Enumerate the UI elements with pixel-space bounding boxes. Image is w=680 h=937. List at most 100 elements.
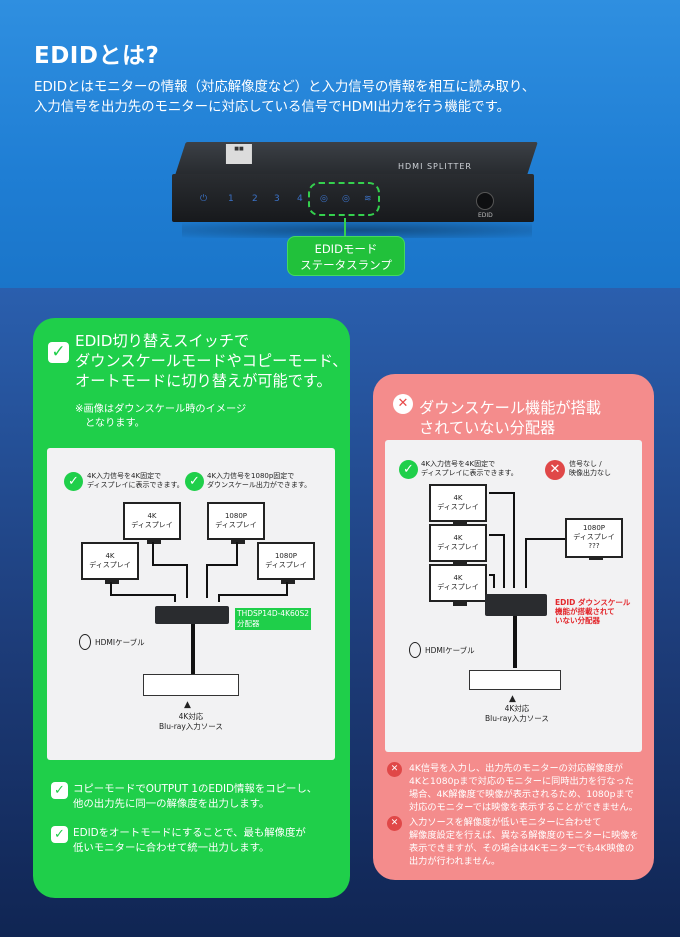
cable bbox=[513, 492, 515, 588]
power-icon: ⏻ bbox=[200, 194, 208, 204]
monitor-label: ディスプレイ bbox=[437, 543, 479, 551]
check-icon: ✓ bbox=[64, 472, 83, 491]
green-panel-heading: EDID切り替えスイッチで ダウンスケールモードやコピーモード、 オートモードに… bbox=[75, 331, 347, 391]
cable bbox=[489, 534, 503, 536]
cross-icon: ✕ bbox=[545, 460, 565, 480]
green-diagram: ✓ 4K入力信号を4K固定で ディスプレイに表示できます。 ✓ 4K入力信号を1… bbox=[47, 448, 335, 760]
bullet2-line-2: 低いモニターに合わせて統一出力します。 bbox=[73, 842, 270, 854]
arrow-up-icon: ▲ bbox=[509, 694, 516, 704]
bluray-player bbox=[143, 674, 239, 696]
monitor-label: ディスプレイ bbox=[437, 583, 479, 591]
green-bullet-copy-mode: コピーモードでOUTPUT 1のEDID情報をコピーし、 他の出力先に同一の解像… bbox=[73, 782, 317, 812]
edid-switch-panel: ✓ EDID切り替えスイッチで ダウンスケールモードやコピーモード、 オートモー… bbox=[33, 318, 350, 898]
red-bullet2-line: 出力が行われません。 bbox=[409, 856, 501, 867]
edid-led-2-icon: ◎ bbox=[342, 194, 350, 204]
source-label: 4K対応 Blu-ray入力ソース bbox=[159, 712, 223, 732]
lead-line-1: EDIDとはモニターの情報（対応解像度など）と入力信号の情報を相互に読み取り、 bbox=[34, 80, 536, 95]
lead-line-2: 入力信号を出力先のモニターに対応している信号でHDMI出力を行う機能です。 bbox=[34, 100, 511, 115]
monitor-label: ??? bbox=[588, 542, 600, 550]
note-line-1: ※画像はダウンスケール時のイメージ bbox=[75, 404, 247, 415]
red-bullet2-line: 解像度設定を行えば、異なる解像度のモニターに映像を bbox=[409, 830, 639, 841]
port-led-3: 3 bbox=[274, 194, 280, 204]
edid-lamp-highlight bbox=[308, 182, 380, 216]
check-icon: ✓ bbox=[51, 826, 68, 843]
source-label: 4K対応 Blu-ray入力ソース bbox=[485, 704, 549, 724]
hdmi-plug-icon bbox=[409, 642, 421, 658]
check-icon: ✓ bbox=[51, 782, 68, 799]
red-check-caption: 4K入力信号を4K固定で ディスプレイに表示できます。 bbox=[421, 460, 518, 478]
check-icon: ✓ bbox=[185, 472, 204, 491]
port-led-4: 4 bbox=[297, 194, 303, 204]
hdmi-cable-line bbox=[191, 624, 195, 674]
monitor-1080p: 1080P ディスプレイ ??? bbox=[565, 518, 623, 560]
splitter-no-downscale bbox=[485, 594, 547, 616]
monitor-stand bbox=[147, 540, 161, 544]
product-line-1: THDSP14D-4K60S2 bbox=[237, 609, 310, 618]
page-title: EDIDとは? bbox=[34, 43, 160, 69]
check-icon: ✓ bbox=[399, 460, 418, 479]
monitor-stand bbox=[231, 540, 245, 544]
red-bullet1-line: 場合、4K解像度で映像が表示されるため、1080pまで bbox=[409, 789, 634, 800]
no-downscale-panel: ✕ ダウンスケール機能が搭載 されていない分配器 ✓ 4K入力信号を4K固定で … bbox=[373, 374, 654, 880]
monitor-label: 4K bbox=[453, 534, 463, 542]
warn-line-3: いない分配器 bbox=[555, 616, 600, 625]
cable bbox=[493, 574, 495, 588]
status-tag-line-1: EDIDモード bbox=[314, 242, 378, 256]
monitor-label: 1080P bbox=[274, 552, 298, 560]
hdmi-plug-icon bbox=[79, 634, 91, 650]
monitor-label: 4K bbox=[453, 574, 463, 582]
cable bbox=[110, 594, 174, 596]
monitor-label: 1080P bbox=[582, 524, 606, 532]
bullet2-line-1: EDIDをオートモードにすることで、最も解像度が bbox=[73, 827, 306, 839]
monitor-label: ディスプレイ bbox=[437, 503, 479, 511]
product-line-2: 分配器 bbox=[237, 619, 260, 628]
red-bullet2-line: 入力ソースを解像度が低いモニターに合わせて bbox=[409, 817, 602, 828]
cable bbox=[525, 538, 527, 588]
arrow-up-icon: ▲ bbox=[184, 700, 191, 710]
monitor-1080p-b: 1080P ディスプレイ bbox=[257, 542, 315, 584]
monitor-label: 1080P bbox=[224, 512, 248, 520]
red-heading-line-2: されていない分配器 bbox=[419, 419, 556, 437]
monitor-stand bbox=[453, 602, 467, 606]
red-bullet-2: 入力ソースを解像度が低いモニターに合わせて 解像度設定を行えば、異なる解像度のモ… bbox=[409, 816, 639, 868]
no-signal-line-1: 信号なし / bbox=[569, 460, 602, 468]
status-tag-line-2: ステータスランプ bbox=[300, 258, 392, 272]
warning-label: EDID ダウンスケール 機能が搭載されて いない分配器 bbox=[555, 598, 630, 625]
lead-text: EDIDとはモニターの情報（対応解像度など）と入力信号の情報を相互に読み取り、 … bbox=[34, 78, 654, 118]
green-heading-line-1: EDID切り替えスイッチで bbox=[75, 332, 250, 350]
cable bbox=[206, 564, 238, 566]
cable bbox=[286, 582, 288, 594]
red-heading-line-1: ダウンスケール機能が搭載 bbox=[419, 399, 601, 417]
monitor-1080p-a: 1080P ディスプレイ bbox=[207, 502, 265, 544]
port-led-2: 2 bbox=[252, 194, 258, 204]
bullet1-line-2: 他の出力先に同一の解像度を出力します。 bbox=[73, 798, 270, 810]
red-panel-heading: ダウンスケール機能が搭載 されていない分配器 bbox=[419, 398, 601, 438]
monitor-4k-a: 4K ディスプレイ bbox=[123, 502, 181, 544]
green-heading-line-2: ダウンスケールモードやコピーモード、 bbox=[75, 352, 348, 370]
monitor-label: ディスプレイ bbox=[131, 521, 173, 529]
check1-line-1: 4K入力信号を4K固定で bbox=[87, 472, 162, 480]
check2-line-2: ダウンスケール出力ができます。 bbox=[207, 481, 312, 489]
monitor-label: ディスプレイ bbox=[89, 561, 131, 569]
monitor-4k-1: 4K ディスプレイ bbox=[429, 484, 487, 526]
cable bbox=[489, 574, 493, 576]
edid-led-3-icon: ≋ bbox=[364, 194, 372, 204]
cross-icon: ✕ bbox=[387, 816, 402, 831]
green-heading-line-3: オートモードに切り替えが可能です。 bbox=[75, 372, 332, 390]
source-line-2: Blu-ray入力ソース bbox=[485, 714, 549, 723]
edid-mode-status-tag: EDIDモード ステータスランプ bbox=[287, 236, 405, 276]
product-label: THDSP14D-4K60S2 分配器 bbox=[235, 608, 312, 630]
cable bbox=[489, 492, 515, 494]
edid-led-1-icon: ◎ bbox=[320, 194, 328, 204]
cable bbox=[503, 534, 505, 588]
green-panel-note: ※画像はダウンスケール時のイメージ となります。 bbox=[75, 403, 246, 431]
cable bbox=[152, 542, 154, 564]
check-caption-4k: 4K入力信号を4K固定で ディスプレイに表示できます。 bbox=[87, 472, 184, 490]
tag-connector bbox=[344, 218, 346, 236]
note-line-2: となります。 bbox=[85, 418, 145, 429]
device-logo: ■■ bbox=[225, 144, 252, 164]
red-check-line-2: ディスプレイに表示できます。 bbox=[421, 469, 518, 477]
edid-switch-button bbox=[476, 192, 494, 210]
cross-icon: ✕ bbox=[393, 394, 413, 414]
hdmi-splitter-device: ■■ HDMI SPLITTER ⏻ 1 2 3 4 ◎ ◎ ≋ EDID bbox=[172, 134, 544, 246]
